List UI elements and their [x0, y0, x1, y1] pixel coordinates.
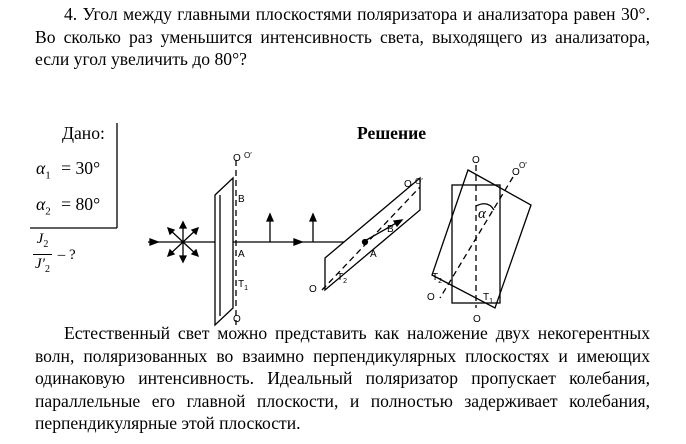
ratio-question: – ?	[57, 246, 76, 263]
alpha1-symbol: α	[36, 158, 46, 178]
alpha1-subscript: 1	[45, 169, 51, 182]
given-title: Дано:	[62, 123, 105, 143]
alpha2-subscript: 2	[45, 205, 51, 218]
ratio-denominator: J′2	[33, 255, 52, 279]
given-alpha1: α1 = 30°	[36, 158, 100, 182]
label-o-prime-right-bottom: O	[427, 292, 435, 303]
alpha1-value: = 30°	[61, 158, 101, 178]
label-o-t1-top: O	[233, 153, 241, 164]
ratio-numerator-sub: 2	[43, 239, 49, 250]
ratio-numerator-symbol: J	[36, 231, 44, 247]
ray-arrow-mid	[293, 238, 304, 246]
label-o-prime-right-top: O	[512, 167, 520, 178]
label-o-t2-bottom: O	[309, 284, 317, 295]
angle-arc	[475, 203, 495, 211]
t2-axis	[439, 176, 514, 299]
label-prime-right: O′	[519, 161, 527, 170]
label-alpha-angle: α	[478, 206, 487, 222]
alpha2-symbol: α	[36, 194, 46, 214]
label-b-t2: B	[387, 224, 394, 235]
label-a-t2: A	[370, 249, 377, 260]
label-o-right-bottom: O	[473, 314, 481, 325]
problem-statement: 4. Угол между главными плоскостями поляр…	[35, 4, 650, 69]
explanation-paragraph: Естественный свет можно представить как …	[35, 323, 650, 433]
solution-title: Решение	[357, 123, 427, 143]
label-o-prime-t2-top: O′	[415, 177, 423, 186]
given-alpha2: α2 = 80°	[36, 194, 100, 218]
given-ratio: J2 J′2 – ?	[33, 230, 76, 279]
label-t2: T2	[337, 272, 347, 285]
label-t2-right: T2	[432, 272, 442, 285]
ratio-denominator-sub: 2	[44, 264, 50, 275]
alpha2-value: = 80°	[61, 194, 101, 214]
label-t1-right: T1	[483, 292, 493, 305]
t2-plane-outline	[431, 169, 532, 309]
natural-light-star-icon	[166, 220, 200, 264]
label-o-right-top: O	[472, 155, 480, 166]
ratio-denominator-symbol: J′	[35, 256, 45, 272]
analyzer-t2	[321, 176, 421, 292]
label-a-t1: A	[238, 249, 245, 260]
label-o-t1-bottom: O	[233, 314, 241, 325]
ray-arrow-start	[149, 238, 160, 246]
plane-views	[431, 165, 532, 309]
label-t1: T1	[238, 279, 248, 292]
label-o-prime-t1-top: O′	[244, 151, 252, 160]
polarizer-t1	[214, 160, 237, 327]
ratio-numerator: J2	[33, 230, 52, 255]
ratio-fraction: J2 J′2	[33, 230, 52, 279]
label-o-t2-top: O	[404, 179, 412, 190]
label-b-t1: B	[238, 194, 245, 205]
